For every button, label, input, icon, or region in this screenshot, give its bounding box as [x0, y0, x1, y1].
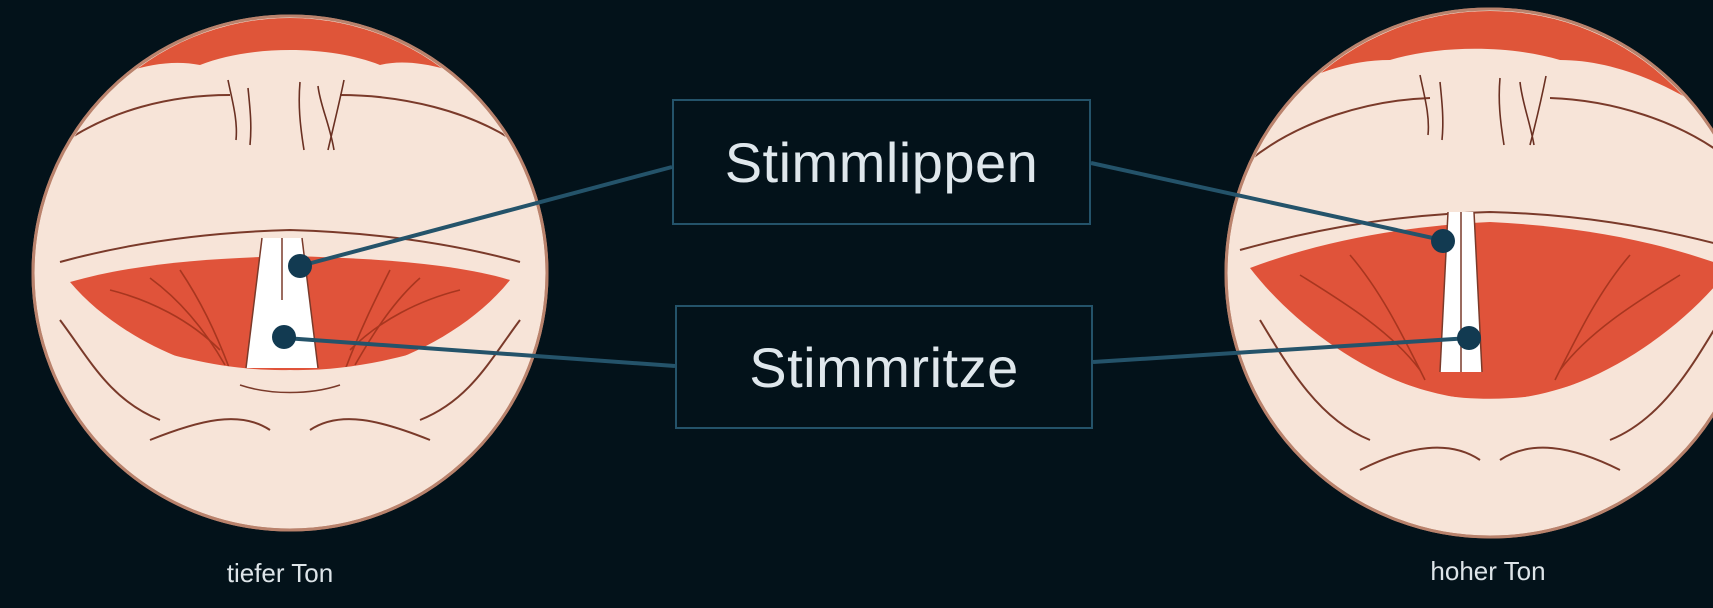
- connector-glottis-right: [1092, 336, 1471, 364]
- caption-high-tone: hoher Ton: [1430, 556, 1546, 586]
- connector-vocal-folds-right: [1090, 161, 1443, 242]
- label-vocal-folds: Stimmlippen: [672, 99, 1091, 225]
- label-vocal-folds-text: Stimmlippen: [724, 130, 1039, 194]
- caption-low-tone: tiefer Ton: [226, 558, 334, 588]
- pointer-dot-glottis-right: [1457, 326, 1481, 350]
- larynx-low-tone: [31, 14, 549, 532]
- pointer-dots: [272, 229, 1481, 350]
- connector-vocal-folds-left: [299, 165, 673, 268]
- label-glottis-text: Stimmritze: [749, 335, 1019, 399]
- pointer-dot-glottis-left: [272, 325, 296, 349]
- connector-glottis-left: [284, 336, 676, 368]
- label-glottis: Stimmritze: [675, 305, 1093, 429]
- larynx-high-tone: [1224, 7, 1713, 539]
- pointer-dot-vocal-folds-left: [288, 254, 312, 278]
- connectors: [284, 161, 1471, 368]
- pointer-dot-vocal-folds-right: [1431, 229, 1455, 253]
